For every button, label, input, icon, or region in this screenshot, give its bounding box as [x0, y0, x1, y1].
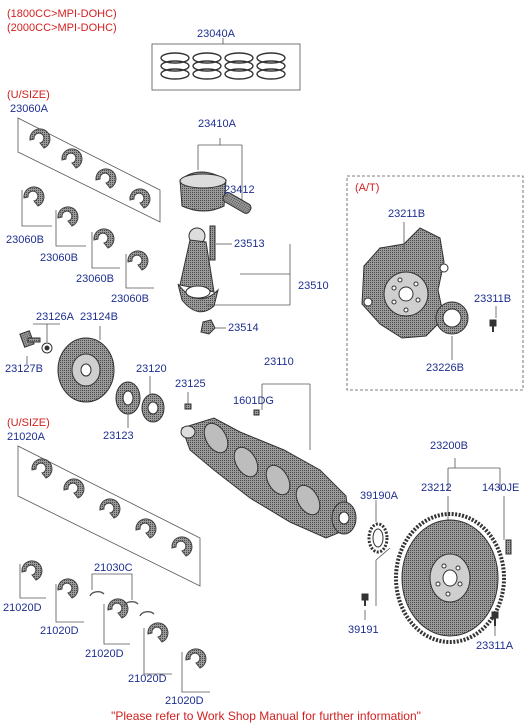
variant-label-2000: (2000CC>MPI-DOHC) [7, 22, 117, 34]
piston-ring-set [151, 38, 301, 91]
part-label-23410A[interactable]: 23410A [198, 118, 236, 130]
part-label-23124B[interactable]: 23124B [80, 311, 118, 323]
part-label-23513[interactable]: 23513 [234, 238, 265, 250]
part-label-23311B[interactable]: 23311B [474, 293, 512, 305]
drive-plate-group [346, 175, 524, 391]
pulley-group [19, 323, 192, 428]
connecting-rod [177, 225, 291, 335]
part-label-23060A[interactable]: 23060A [10, 103, 48, 115]
part-label-21020D-5[interactable]: 21020D [165, 695, 204, 707]
main-bearing-set [17, 445, 210, 693]
part-label-1601DG[interactable]: 1601DG [233, 395, 274, 407]
footer-note: "Please refer to Work Shop Manual for fu… [111, 709, 421, 723]
part-label-23123[interactable]: 23123 [103, 430, 134, 442]
part-label-23212[interactable]: 23212 [421, 482, 452, 494]
part-label-23040A[interactable]: 23040A [197, 28, 235, 40]
part-label-23226B[interactable]: 23226B [426, 362, 464, 374]
part-label-23127B[interactable]: 23127B [5, 363, 43, 375]
part-label-21030C[interactable]: 21030C [94, 562, 133, 574]
flywheel-group [361, 458, 512, 644]
piston-assembly [179, 138, 252, 214]
part-label-23126A[interactable]: 23126A [36, 311, 74, 323]
part-label-23200B[interactable]: 23200B [430, 440, 468, 452]
upper-bearing-set [17, 117, 161, 289]
part-label-23060B-2[interactable]: 23060B [40, 252, 78, 264]
part-label-21020D-1[interactable]: 21020D [3, 602, 42, 614]
part-label-23510[interactable]: 23510 [298, 280, 329, 292]
part-label-21020D-2[interactable]: 21020D [40, 625, 79, 637]
part-label-23120[interactable]: 23120 [136, 363, 167, 375]
size-label-main-bearing: (U/SIZE) [7, 417, 50, 429]
part-label-21020A[interactable]: 21020A [7, 431, 45, 443]
part-label-23060B-4[interactable]: 23060B [111, 293, 149, 305]
crankshaft [180, 383, 357, 539]
part-label-23125[interactable]: 23125 [175, 378, 206, 390]
part-label-23412[interactable]: 23412 [224, 184, 255, 196]
size-label-upper-bearing: (U/SIZE) [7, 89, 50, 101]
part-label-1430JE[interactable]: 1430JE [482, 482, 520, 494]
part-label-23110[interactable]: 23110 [264, 356, 294, 368]
at-label: (A/T) [355, 182, 380, 194]
part-label-23211B[interactable]: 23211B [388, 208, 426, 220]
part-label-23514[interactable]: 23514 [228, 322, 259, 334]
part-label-39191[interactable]: 39191 [348, 624, 379, 636]
part-label-23311A[interactable]: 23311A [476, 640, 514, 652]
part-label-23060B-3[interactable]: 23060B [76, 273, 114, 285]
part-label-23060B-1[interactable]: 23060B [6, 234, 44, 246]
variant-label-1800: (1800CC>MPI-DOHC) [7, 8, 117, 20]
part-label-39190A[interactable]: 39190A [360, 490, 398, 502]
part-label-21020D-3[interactable]: 21020D [85, 648, 124, 660]
part-label-21020D-4[interactable]: 21020D [128, 673, 167, 685]
